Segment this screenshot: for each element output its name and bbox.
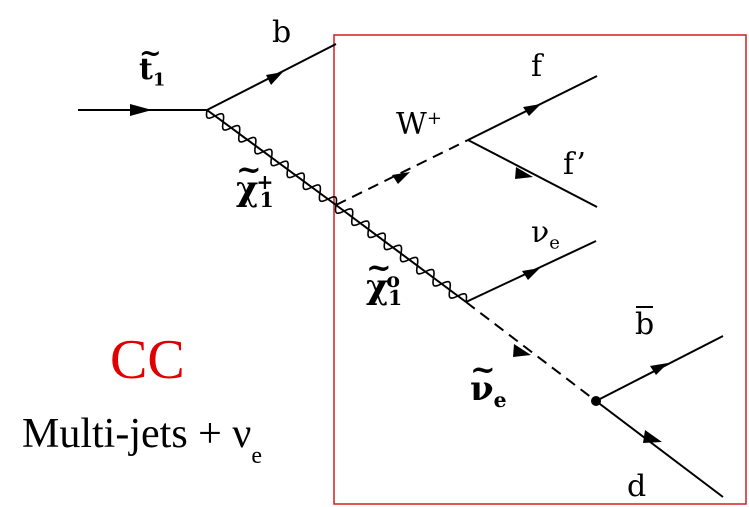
neutralino-wavy-line [334, 204, 468, 303]
d-arrow [643, 430, 662, 443]
label-bbar: b [635, 306, 655, 342]
fprime-line [467, 139, 598, 208]
label-chargino: χ+1 [236, 155, 274, 211]
label-nu-e: νe [531, 215, 560, 254]
label-fprime: f’ [563, 147, 586, 182]
b-arrow [266, 72, 283, 85]
w-line [335, 139, 469, 206]
label-d: d [627, 469, 647, 504]
stop-arrow [130, 104, 152, 116]
label-w: W+ [396, 107, 442, 142]
final-state-label: Multi-jets + νe [22, 411, 262, 469]
nu-e-arrow [522, 268, 540, 280]
label-b: b [272, 15, 292, 50]
channel-label: CC [110, 329, 185, 391]
label-f: f [531, 49, 543, 84]
highlight-box [333, 34, 747, 505]
bbar-arrow [650, 363, 668, 375]
fprime-arrow [515, 167, 533, 179]
w-arrow [392, 172, 410, 184]
chargino-wavy-line [205, 109, 338, 206]
d-line [595, 400, 724, 498]
sneutrino-line [465, 301, 597, 402]
sneutrino-arrow [513, 344, 531, 357]
f-arrow [523, 104, 541, 116]
label-neutralino: χo1 [366, 253, 402, 309]
label-sneutrino: νe [470, 355, 507, 411]
label-stop: t1 [139, 40, 165, 89]
